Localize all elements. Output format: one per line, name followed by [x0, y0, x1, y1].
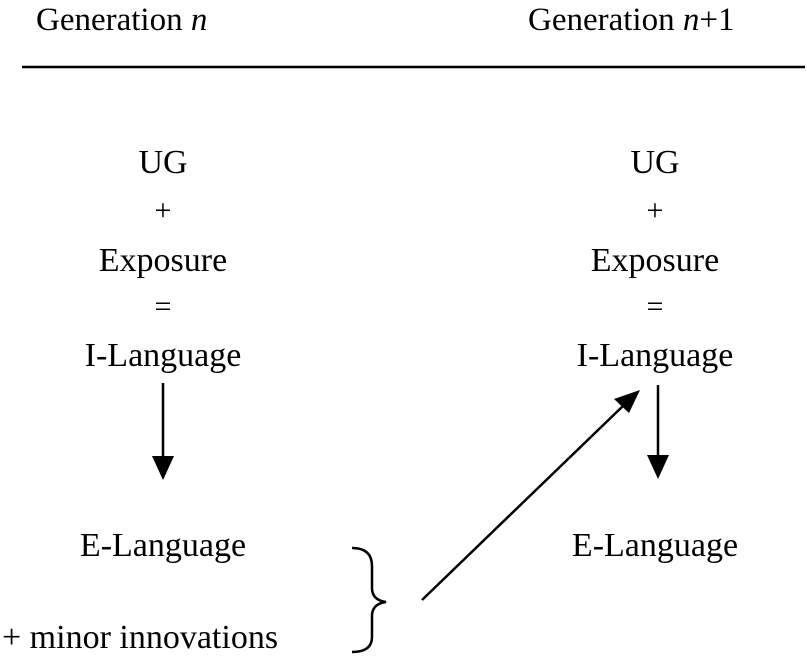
diagonal-arrow: [421, 390, 640, 601]
left-down-arrow: [152, 383, 174, 480]
header-generation-n-plus-1-variable: n: [682, 2, 700, 38]
left-equals: =: [154, 290, 172, 323]
minor-innovations-label: + minor innovations: [2, 619, 279, 656]
header-generation-n-variable: n: [190, 2, 208, 38]
header-generation-n-plus-1: Generation n+1: [528, 4, 734, 37]
right-plus: +: [646, 194, 664, 227]
header-generation-n-plus-1-label: Generation: [528, 2, 683, 38]
header-generation-n: Generation n: [36, 4, 207, 37]
right-down-arrow: [647, 385, 669, 479]
header-generation-n-label: Generation: [36, 2, 191, 38]
right-ug: UG: [630, 144, 680, 181]
curly-brace: [351, 546, 387, 654]
right-e-language: E-Language: [571, 527, 739, 564]
header-generation-n-plus-1-suffix: +1: [699, 2, 735, 38]
right-i-language: I-Language: [576, 337, 734, 374]
left-plus: +: [154, 194, 172, 227]
right-exposure: Exposure: [590, 242, 720, 279]
left-ug: UG: [138, 144, 188, 181]
right-equals: =: [646, 290, 664, 323]
left-exposure: Exposure: [98, 242, 228, 279]
left-i-language: I-Language: [84, 337, 242, 374]
left-e-language: E-Language: [79, 527, 247, 564]
